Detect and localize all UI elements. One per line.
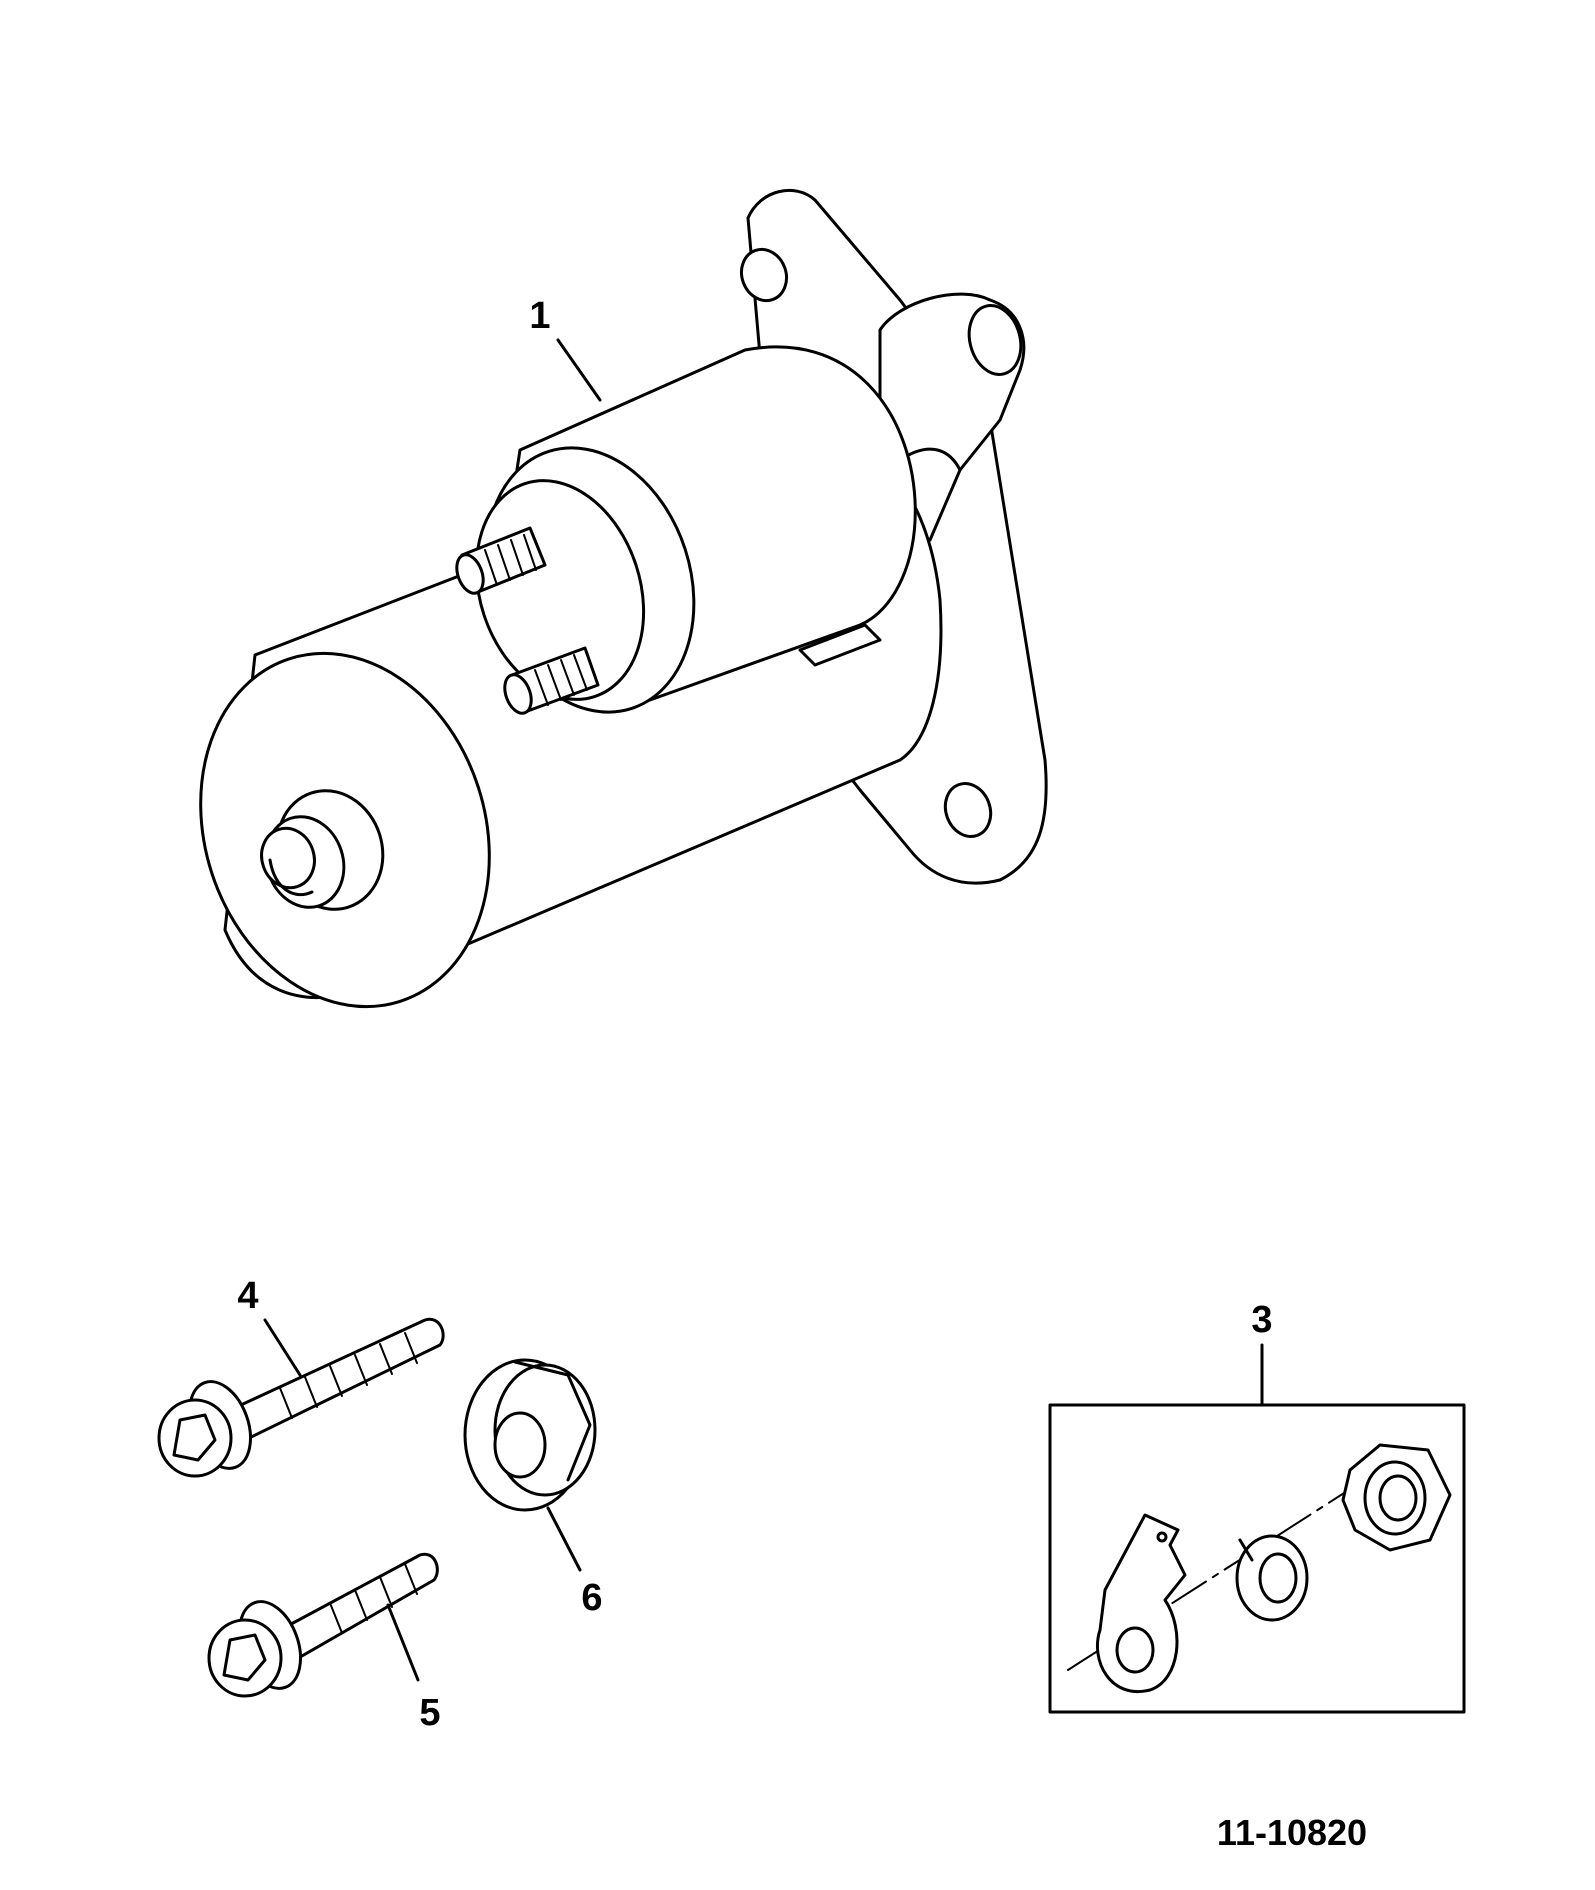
flange-hole-lower xyxy=(943,782,993,838)
shaft-end xyxy=(260,789,385,911)
figure-id: 11-10820 xyxy=(1217,1812,1367,1853)
hex-nut xyxy=(1341,1443,1452,1552)
callout-1: 1 xyxy=(529,295,550,337)
flange-nut xyxy=(463,1358,597,1512)
leader-line-5 xyxy=(386,1603,420,1682)
leader-line-1 xyxy=(556,338,602,402)
terminal-stud-upper xyxy=(455,526,547,595)
leader-line-6 xyxy=(546,1506,582,1572)
flange-hole-upper xyxy=(739,247,789,303)
callout-4: 4 xyxy=(237,1275,258,1317)
callout-5: 5 xyxy=(419,1692,440,1734)
callout-3: 3 xyxy=(1251,1299,1272,1341)
short-bolt xyxy=(207,1552,439,1698)
leader-line-4 xyxy=(263,1318,302,1377)
kit-frame xyxy=(1048,1403,1466,1714)
starter-motor xyxy=(199,188,1048,1009)
callout-6: 6 xyxy=(581,1577,602,1619)
terminal-kit xyxy=(1067,1443,1452,1694)
long-bolt xyxy=(157,1317,445,1478)
terminal-stud-lower xyxy=(503,646,600,715)
spring-washer xyxy=(1235,1534,1309,1622)
